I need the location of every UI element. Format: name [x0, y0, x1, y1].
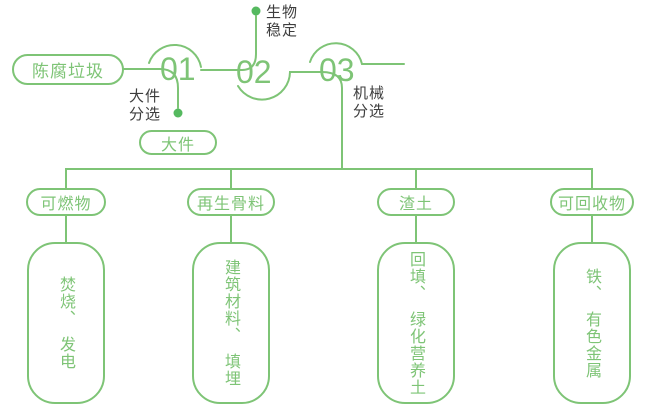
disposal-text-slag-soil: 回填、 绿化营养土: [407, 250, 426, 396]
category-recyclables: 可回收物: [550, 188, 634, 216]
bulky-dot: [173, 108, 183, 118]
disposal-box-combustibles: 焚烧、 发电: [27, 242, 105, 404]
step-number-01: 01: [160, 51, 196, 87]
category-slag-soil: 渣土: [377, 188, 455, 216]
line-source-to-bulky: [123, 68, 179, 109]
line-01-to-02: [200, 15, 257, 71]
step-label-mechanical-sorting: 机械 分选: [353, 84, 386, 120]
arc-step-03: [309, 42, 405, 65]
line-02-to-03: [237, 71, 343, 170]
arc-step-01: [148, 43, 202, 68]
bio-dot: [251, 6, 261, 16]
disposal-text-recycled-aggregate: 建筑材料、 填埋: [222, 259, 241, 387]
distribution-rail: [65, 168, 593, 189]
category-recycled-aggregate: 再生骨料: [187, 188, 275, 216]
disposal-box-slag-soil: 回填、 绿化营养土: [377, 242, 455, 404]
disposal-text-combustibles: 焚烧、 发电: [57, 276, 76, 370]
disposal-box-recyclables: 铁、 有色金属: [553, 242, 631, 404]
disposal-text-recyclables: 铁、 有色金属: [583, 267, 602, 379]
bulky-output-node: 大件: [139, 130, 217, 155]
step-number-02: 02: [236, 54, 272, 90]
step-number-03: 03: [319, 52, 355, 88]
step-label-bio-stabilize: 生物 稳定: [266, 3, 299, 39]
disposal-box-recycled-aggregate: 建筑材料、 填埋: [192, 242, 270, 404]
step-label-bulky-sorting: 大件 分选: [129, 87, 162, 123]
category-combustibles: 可燃物: [26, 188, 106, 216]
source-node: 陈腐垃圾: [12, 54, 124, 85]
